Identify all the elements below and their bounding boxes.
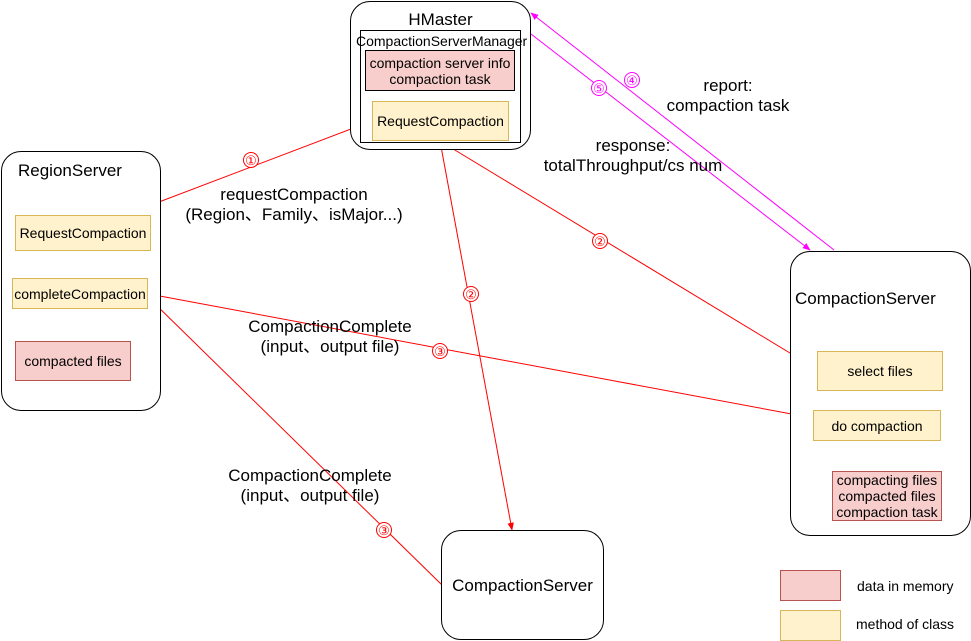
step-4-marker: ④ — [624, 72, 640, 88]
complete-label-line-2: (input、output file) — [260, 337, 400, 356]
step-3-marker-bottom: ③ — [376, 522, 392, 538]
memory-line-compacted-files: compacted files — [838, 488, 936, 504]
do-compaction-method: do compaction — [813, 410, 941, 441]
hmaster-memory-box: compaction server info compaction task — [365, 50, 515, 91]
region-compacted-files: compacted files — [15, 341, 131, 381]
step-3-marker-right: ③ — [432, 343, 448, 359]
response-label-line-1: response: — [595, 136, 671, 155]
legend-method-label: method of class — [856, 616, 955, 632]
complete-bottom-label-line-1: CompactionComplete — [228, 466, 392, 485]
compaction-server-manager-title: CompactionServerManager — [356, 33, 528, 49]
request-label-line-2: (Region、Family、isMajor...) — [185, 205, 403, 224]
region-server-title: RegionServer — [18, 161, 122, 180]
hmaster-title: HMaster — [408, 10, 473, 29]
compaction-server-bottom-title: CompactionServer — [452, 576, 593, 595]
compaction-complete-bottom-label: CompactionComplete (input、output file) — [208, 466, 412, 506]
arrow-complete-from-right-server — [148, 292, 814, 419]
arrow-dispatch-bottom-server — [439, 140, 514, 531]
region-complete-compaction-method: completeCompaction — [12, 278, 148, 309]
step-5-marker: ⑤ — [591, 80, 607, 96]
report-label-line-1: report: — [703, 76, 753, 95]
request-label-line-1: requestCompaction — [220, 185, 368, 204]
response-label: response: totalThroughput/cs num — [522, 136, 744, 176]
memory-line-compacting-files: compacting files — [836, 472, 938, 488]
complete-label-line-1: CompactionComplete — [248, 317, 412, 336]
report-label: report: compaction task — [648, 76, 808, 116]
memory-line-server-info: compaction server info — [369, 54, 511, 71]
compaction-server-bottom-node — [441, 530, 604, 640]
legend-memory-swatch — [780, 570, 841, 601]
arrow-report-compaction-task — [530, 12, 835, 251]
step-2-marker-bottom: ② — [463, 286, 479, 302]
request-compaction-label: requestCompaction (Region、Family、isMajor… — [172, 185, 416, 225]
memory-line-compaction-task: compaction task — [836, 504, 938, 520]
arrow-dispatch-right-server — [439, 140, 819, 371]
region-request-compaction-method: RequestCompaction — [15, 215, 151, 251]
step-1-marker: ① — [243, 152, 259, 168]
compaction-server-right-title: CompactionServer — [795, 289, 936, 308]
report-label-line-2: compaction task — [666, 96, 790, 115]
arrow-complete-from-bottom-server — [148, 297, 443, 586]
select-files-method: select files — [817, 351, 943, 391]
step-2-marker-right: ② — [592, 233, 608, 249]
arrow-response-throughput — [530, 33, 811, 251]
hmaster-request-compaction-method: RequestCompaction — [372, 101, 509, 141]
complete-bottom-label-line-2: (input、output file) — [240, 486, 380, 505]
legend-memory-label: data in memory — [857, 578, 954, 594]
legend-method-swatch — [780, 610, 841, 641]
response-label-line-2: totalThroughput/cs num — [543, 156, 723, 175]
compaction-complete-label: CompactionComplete (input、output file) — [228, 317, 432, 357]
memory-line-task: compaction task — [389, 70, 491, 87]
compaction-server-memory: compacting files compacted files compact… — [832, 471, 942, 521]
